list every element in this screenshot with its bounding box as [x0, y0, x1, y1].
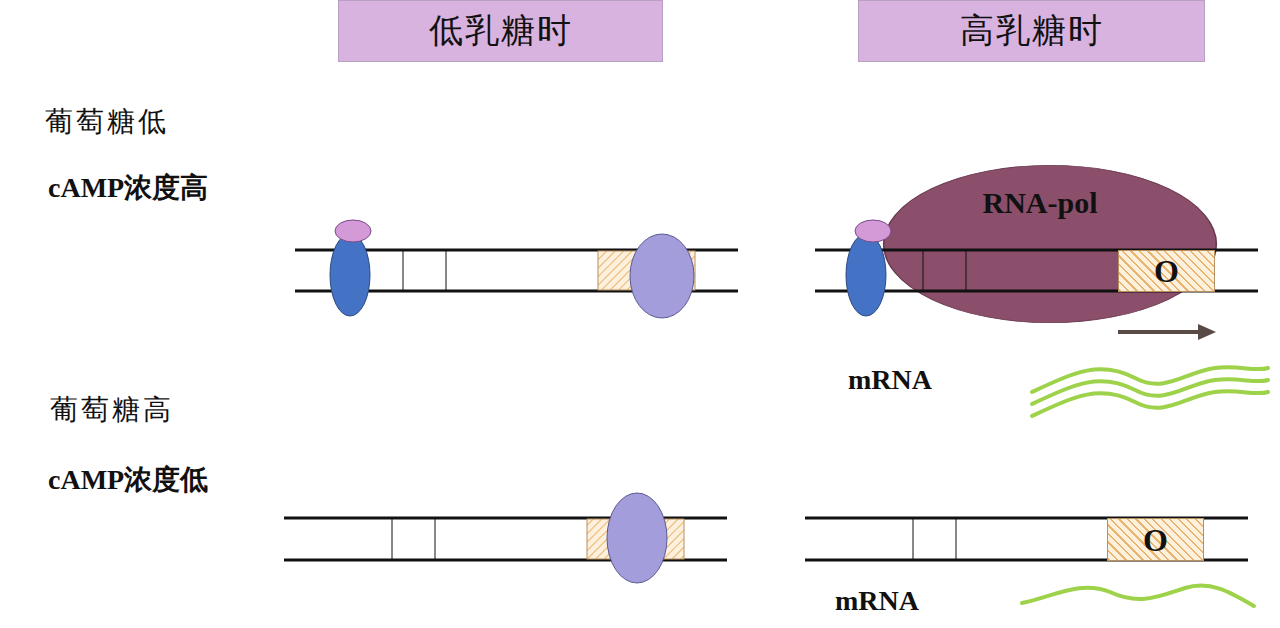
condition-label: cAMP浓度高	[48, 168, 208, 208]
node-text: RNA-pol	[982, 186, 1097, 220]
header-box: 高乳糖时	[858, 0, 1205, 62]
mrna-label: mRNA	[835, 581, 919, 621]
node-text: O	[1143, 524, 1168, 556]
node-text: 低乳糖时	[429, 8, 573, 54]
node-text: 高乳糖时	[960, 8, 1104, 54]
cap-protein	[330, 234, 886, 316]
mrna-label: mRNA	[848, 360, 932, 400]
camp-molecule	[335, 220, 891, 242]
node-text: O	[1154, 255, 1179, 287]
condition-label: cAMP浓度低	[48, 460, 208, 500]
dna-region-ticks	[392, 250, 966, 560]
rna-polymerase: RNA-pol	[882, 164, 1218, 324]
operator-box: O	[1107, 518, 1204, 561]
repressor-protein	[607, 234, 694, 583]
operator-region	[587, 251, 695, 559]
condition-label: 葡萄糖低	[45, 102, 169, 142]
direction-arrow	[1118, 324, 1216, 340]
operator-box: O	[1118, 250, 1215, 292]
condition-label: 葡萄糖高	[50, 390, 174, 430]
mrna-strand	[1022, 367, 1268, 606]
header-box: 低乳糖时	[338, 0, 663, 62]
